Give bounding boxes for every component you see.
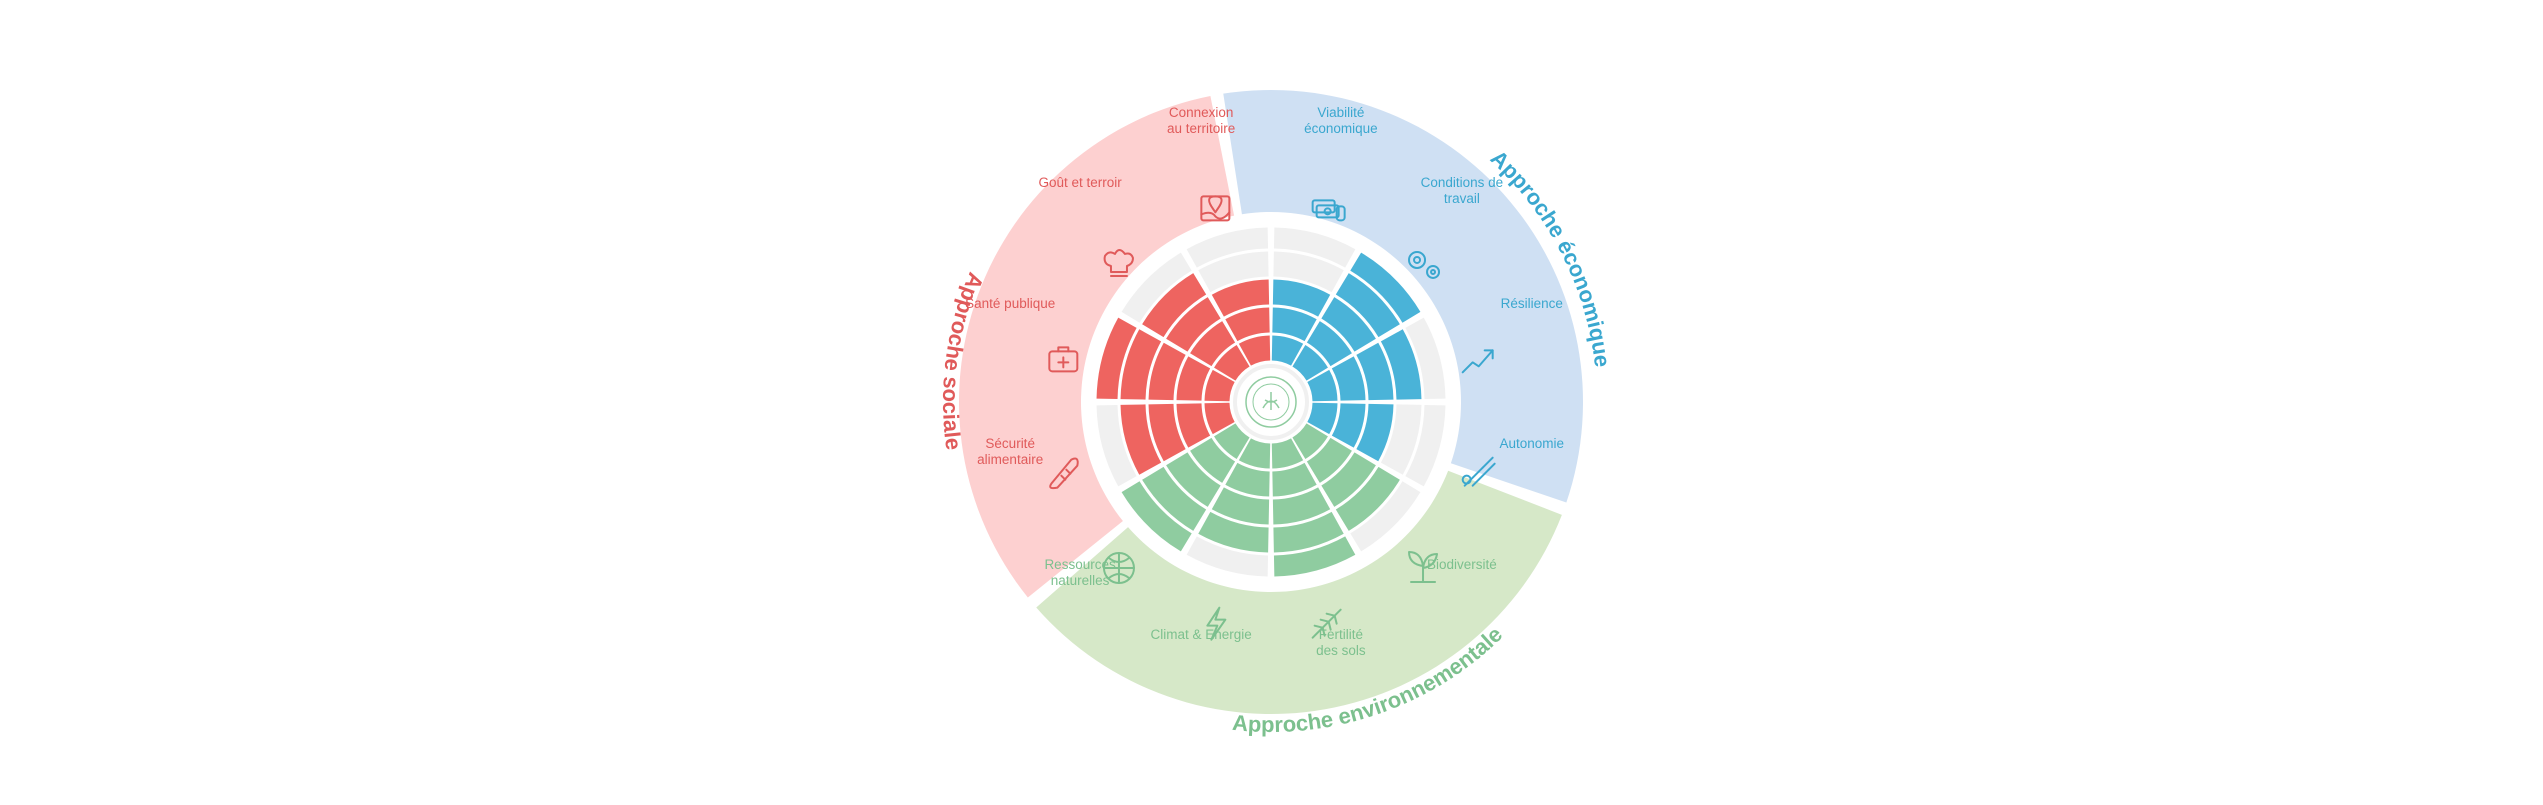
score-cell bbox=[1176, 403, 1211, 448]
score-cell bbox=[1204, 369, 1235, 402]
score-cell bbox=[1271, 438, 1304, 469]
gears-icon bbox=[1408, 250, 1441, 279]
score-cell bbox=[1272, 307, 1317, 342]
score-cell bbox=[1120, 404, 1162, 475]
score-cell bbox=[1214, 423, 1250, 459]
score-cell bbox=[1307, 402, 1338, 435]
score-cell bbox=[1272, 462, 1317, 497]
score-cell bbox=[1190, 437, 1236, 483]
score-cell bbox=[1405, 317, 1446, 400]
score-cell bbox=[1307, 369, 1338, 402]
dimension-label: Goût et terroir bbox=[1038, 175, 1122, 190]
score-cell bbox=[1121, 252, 1192, 323]
score-cell bbox=[1272, 279, 1331, 317]
pruning-shears-icon bbox=[1461, 456, 1496, 487]
score-cell bbox=[1350, 252, 1421, 323]
score-cell bbox=[1142, 466, 1207, 531]
globe-icon bbox=[1102, 552, 1135, 585]
score-cell bbox=[1198, 511, 1269, 553]
score-cell bbox=[1292, 423, 1328, 459]
score-cell bbox=[1225, 462, 1270, 497]
score-cell bbox=[1186, 227, 1269, 268]
score-cell bbox=[1096, 404, 1137, 487]
score-cell bbox=[1225, 307, 1270, 342]
score-cell bbox=[1238, 438, 1271, 469]
score-cell bbox=[1120, 329, 1162, 400]
score-cell bbox=[1273, 511, 1344, 553]
map-pin-icon bbox=[1200, 195, 1231, 222]
score-cell bbox=[1331, 403, 1366, 448]
score-cell bbox=[1356, 403, 1394, 462]
score-cell bbox=[1271, 335, 1304, 366]
score-cell bbox=[1321, 297, 1376, 352]
score-cell bbox=[1148, 342, 1186, 401]
score-cell bbox=[1292, 345, 1328, 381]
score-cell bbox=[1272, 487, 1331, 525]
chef-hat-icon bbox=[1103, 248, 1134, 277]
score-cell bbox=[1166, 452, 1221, 507]
medkit-icon bbox=[1048, 346, 1079, 373]
money-icon bbox=[1311, 199, 1346, 222]
score-cell bbox=[1096, 317, 1137, 400]
score-cell bbox=[1380, 404, 1422, 475]
dimension-label: Climat & Energie bbox=[1150, 627, 1251, 642]
score-cell bbox=[1335, 466, 1400, 531]
score-cell bbox=[1335, 273, 1400, 338]
score-cell bbox=[1238, 335, 1271, 366]
sector-band-social bbox=[958, 95, 1235, 598]
score-cell bbox=[1331, 356, 1366, 401]
lightning-icon bbox=[1206, 606, 1227, 641]
dimension-label: Santé publique bbox=[965, 296, 1055, 311]
wheat-icon bbox=[1311, 608, 1342, 639]
score-cell bbox=[1214, 345, 1250, 381]
score-cell bbox=[1380, 329, 1422, 400]
score-cell bbox=[1350, 481, 1421, 552]
score-cells bbox=[1096, 227, 1446, 577]
score-cell bbox=[1142, 273, 1207, 338]
sprout-icon bbox=[1408, 551, 1439, 584]
score-cell bbox=[1148, 403, 1186, 462]
score-cell bbox=[1166, 297, 1221, 352]
score-cell bbox=[1211, 487, 1270, 525]
sector-band-environmental bbox=[1036, 470, 1562, 714]
center-badge-icon bbox=[1233, 364, 1309, 440]
outer-sector-rings bbox=[958, 89, 1583, 714]
score-cell bbox=[1273, 227, 1356, 268]
dimension-label: Autonomie bbox=[1500, 436, 1565, 451]
score-cell bbox=[1273, 251, 1344, 293]
score-cell bbox=[1186, 536, 1269, 577]
dimension-label: Biodiversité bbox=[1427, 557, 1497, 572]
score-cell bbox=[1405, 404, 1446, 487]
dimension-icons bbox=[1048, 195, 1496, 641]
score-cell bbox=[1190, 321, 1236, 367]
score-cell bbox=[1356, 342, 1394, 401]
score-cell bbox=[1273, 536, 1356, 577]
score-cell bbox=[1306, 437, 1352, 483]
score-cell bbox=[1211, 279, 1270, 317]
score-cell bbox=[1198, 251, 1269, 293]
score-cell bbox=[1176, 356, 1211, 401]
trend-up-icon bbox=[1461, 349, 1494, 374]
score-cell bbox=[1204, 402, 1235, 435]
score-cell bbox=[1121, 481, 1192, 552]
bread-icon bbox=[1049, 457, 1079, 490]
score-cell bbox=[1321, 452, 1376, 507]
dimension-label: Résilience bbox=[1501, 296, 1563, 311]
score-cell bbox=[1306, 321, 1352, 367]
sector-band-economic bbox=[1223, 89, 1583, 503]
